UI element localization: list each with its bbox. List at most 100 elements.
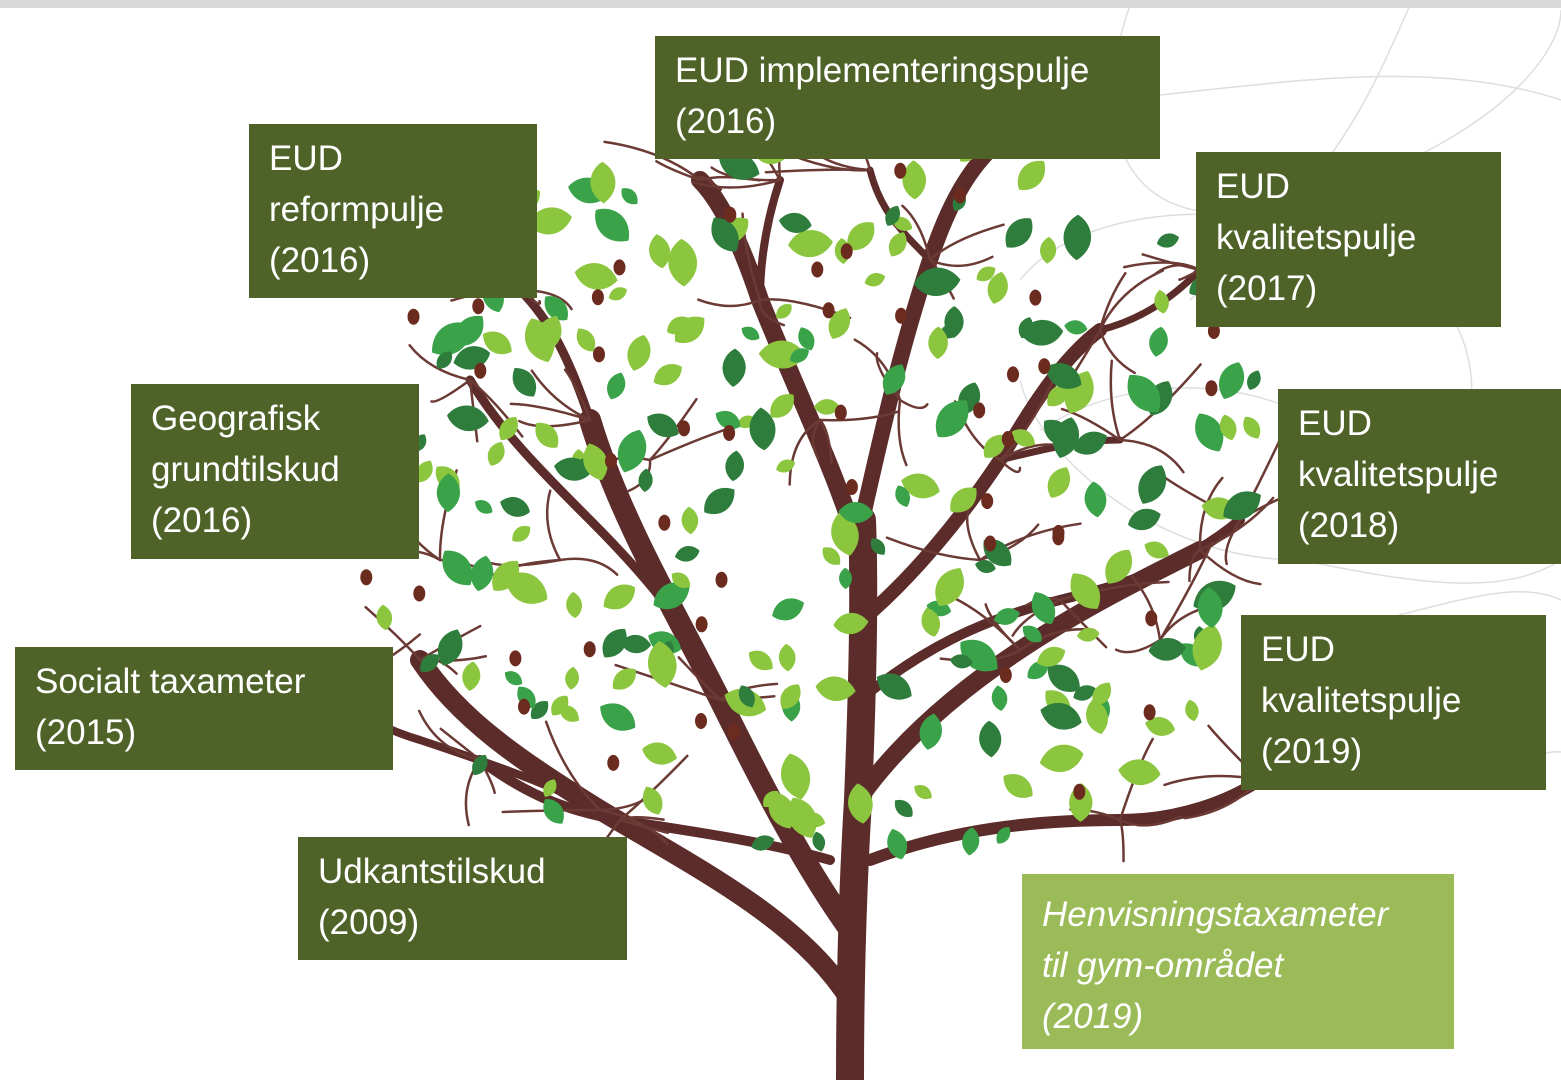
leaf-icon (500, 497, 530, 517)
label-eud-reformpulje: EUD reformpulje (2016) (249, 124, 537, 298)
bud-icon (1143, 704, 1156, 721)
leaf-icon (576, 328, 596, 352)
leaf-icon (822, 547, 841, 565)
leaf-icon (719, 152, 760, 180)
leaf-icon (1105, 549, 1133, 584)
bud-icon (472, 298, 485, 315)
leaf-icon (1005, 218, 1033, 248)
leaf-icon (812, 831, 826, 852)
twig (818, 410, 900, 422)
label-line: Udkantstilskud (318, 852, 546, 891)
leaf-icon (583, 443, 608, 481)
bud-icon (981, 493, 994, 510)
leaf-icon (376, 604, 393, 631)
leaf-icon (913, 267, 961, 296)
bud-icon (973, 402, 986, 419)
leaf-icon (1185, 699, 1199, 722)
twig (430, 378, 472, 403)
bud-icon (407, 308, 420, 325)
leaf-icon (1195, 413, 1224, 452)
leaf-icon (944, 306, 964, 339)
leaf-icon (1040, 236, 1057, 264)
leaf-icon (1084, 481, 1107, 518)
leaf-icon (976, 266, 996, 282)
twig (998, 378, 1055, 462)
leaf-icon (815, 676, 856, 701)
twig (485, 558, 562, 567)
leaf-icon (979, 720, 1002, 758)
leaf-icon (446, 405, 489, 432)
leaf-icon (1076, 627, 1100, 642)
leaf-icon (1219, 414, 1237, 441)
label-eud-kvalitetspulje-2017: EUD kvalitetspulje (2017) (1196, 152, 1501, 327)
twig (1118, 818, 1125, 863)
twig (1188, 548, 1202, 583)
leaf-icon (776, 304, 792, 319)
leaf-icon (437, 629, 463, 666)
bud-icon (695, 713, 707, 729)
label-line: til gym-området (1042, 945, 1284, 985)
twig (1158, 542, 1213, 642)
leaf-icon (1022, 625, 1042, 643)
label-line: (2015) (35, 712, 137, 752)
bud-icon (1029, 289, 1042, 306)
leaf-icon (544, 296, 568, 321)
label-line: EUD (1216, 167, 1290, 206)
twig (509, 402, 592, 422)
leaf-icon (1003, 774, 1033, 798)
leaf-icon (901, 473, 940, 499)
leaf-icon (536, 315, 562, 353)
twig (1098, 328, 1136, 375)
bud-icon (591, 289, 604, 306)
twig (1224, 518, 1242, 566)
leaf-icon (1156, 233, 1180, 248)
leaf-icon (722, 348, 746, 387)
leaf-icon (512, 367, 537, 397)
leaf-icon (996, 827, 1011, 844)
leaf-icon (535, 422, 559, 448)
leaf-icon (950, 487, 977, 513)
leaf-icon (1192, 624, 1222, 671)
leaf-icon (813, 399, 840, 415)
bud-icon (1001, 431, 1014, 447)
leaf-icon (600, 703, 636, 731)
leaf-icon (921, 607, 940, 637)
bud-icon (1145, 610, 1158, 627)
leaf-icon (608, 287, 627, 301)
label-line: EUD implementeringspulje (675, 51, 1090, 90)
label-line: (2016) (269, 240, 371, 280)
bud-icon (607, 754, 620, 771)
label-line: grundtilskud (151, 449, 340, 489)
leaf-icon (902, 160, 926, 200)
twig (655, 160, 702, 182)
leaf-icon (1047, 385, 1069, 407)
leaf-icon (1040, 702, 1082, 730)
leaf-icon (914, 785, 932, 800)
top-border-strip (0, 0, 1561, 8)
leaf-icon (530, 700, 549, 719)
leaf-icon (472, 754, 488, 776)
twig (998, 458, 1022, 474)
leaf-icon (647, 413, 679, 438)
leaf-icon (603, 584, 635, 610)
label-line: reformpulje (269, 189, 445, 229)
label-line: kvalitetspulje (1261, 680, 1462, 720)
leaf-icon (638, 468, 653, 492)
bud-icon (1207, 323, 1220, 339)
leaf-icon (991, 685, 1008, 711)
leaf-icon (887, 828, 908, 860)
leaf-icon (1017, 160, 1046, 191)
leaf-icon (975, 560, 996, 573)
bud-icon (518, 698, 530, 715)
leaf-icon (838, 502, 874, 524)
bud-icon (605, 453, 617, 469)
label-line: (2017) (1216, 268, 1318, 308)
bud-icon (999, 667, 1012, 683)
leaf-icon (1011, 429, 1036, 447)
leaf-icon (888, 232, 907, 257)
leaf-icon (780, 684, 801, 709)
bud-icon (834, 404, 847, 421)
label-line: EUD (1261, 630, 1335, 669)
leaf-icon (1052, 417, 1080, 459)
bud-icon (583, 641, 596, 658)
